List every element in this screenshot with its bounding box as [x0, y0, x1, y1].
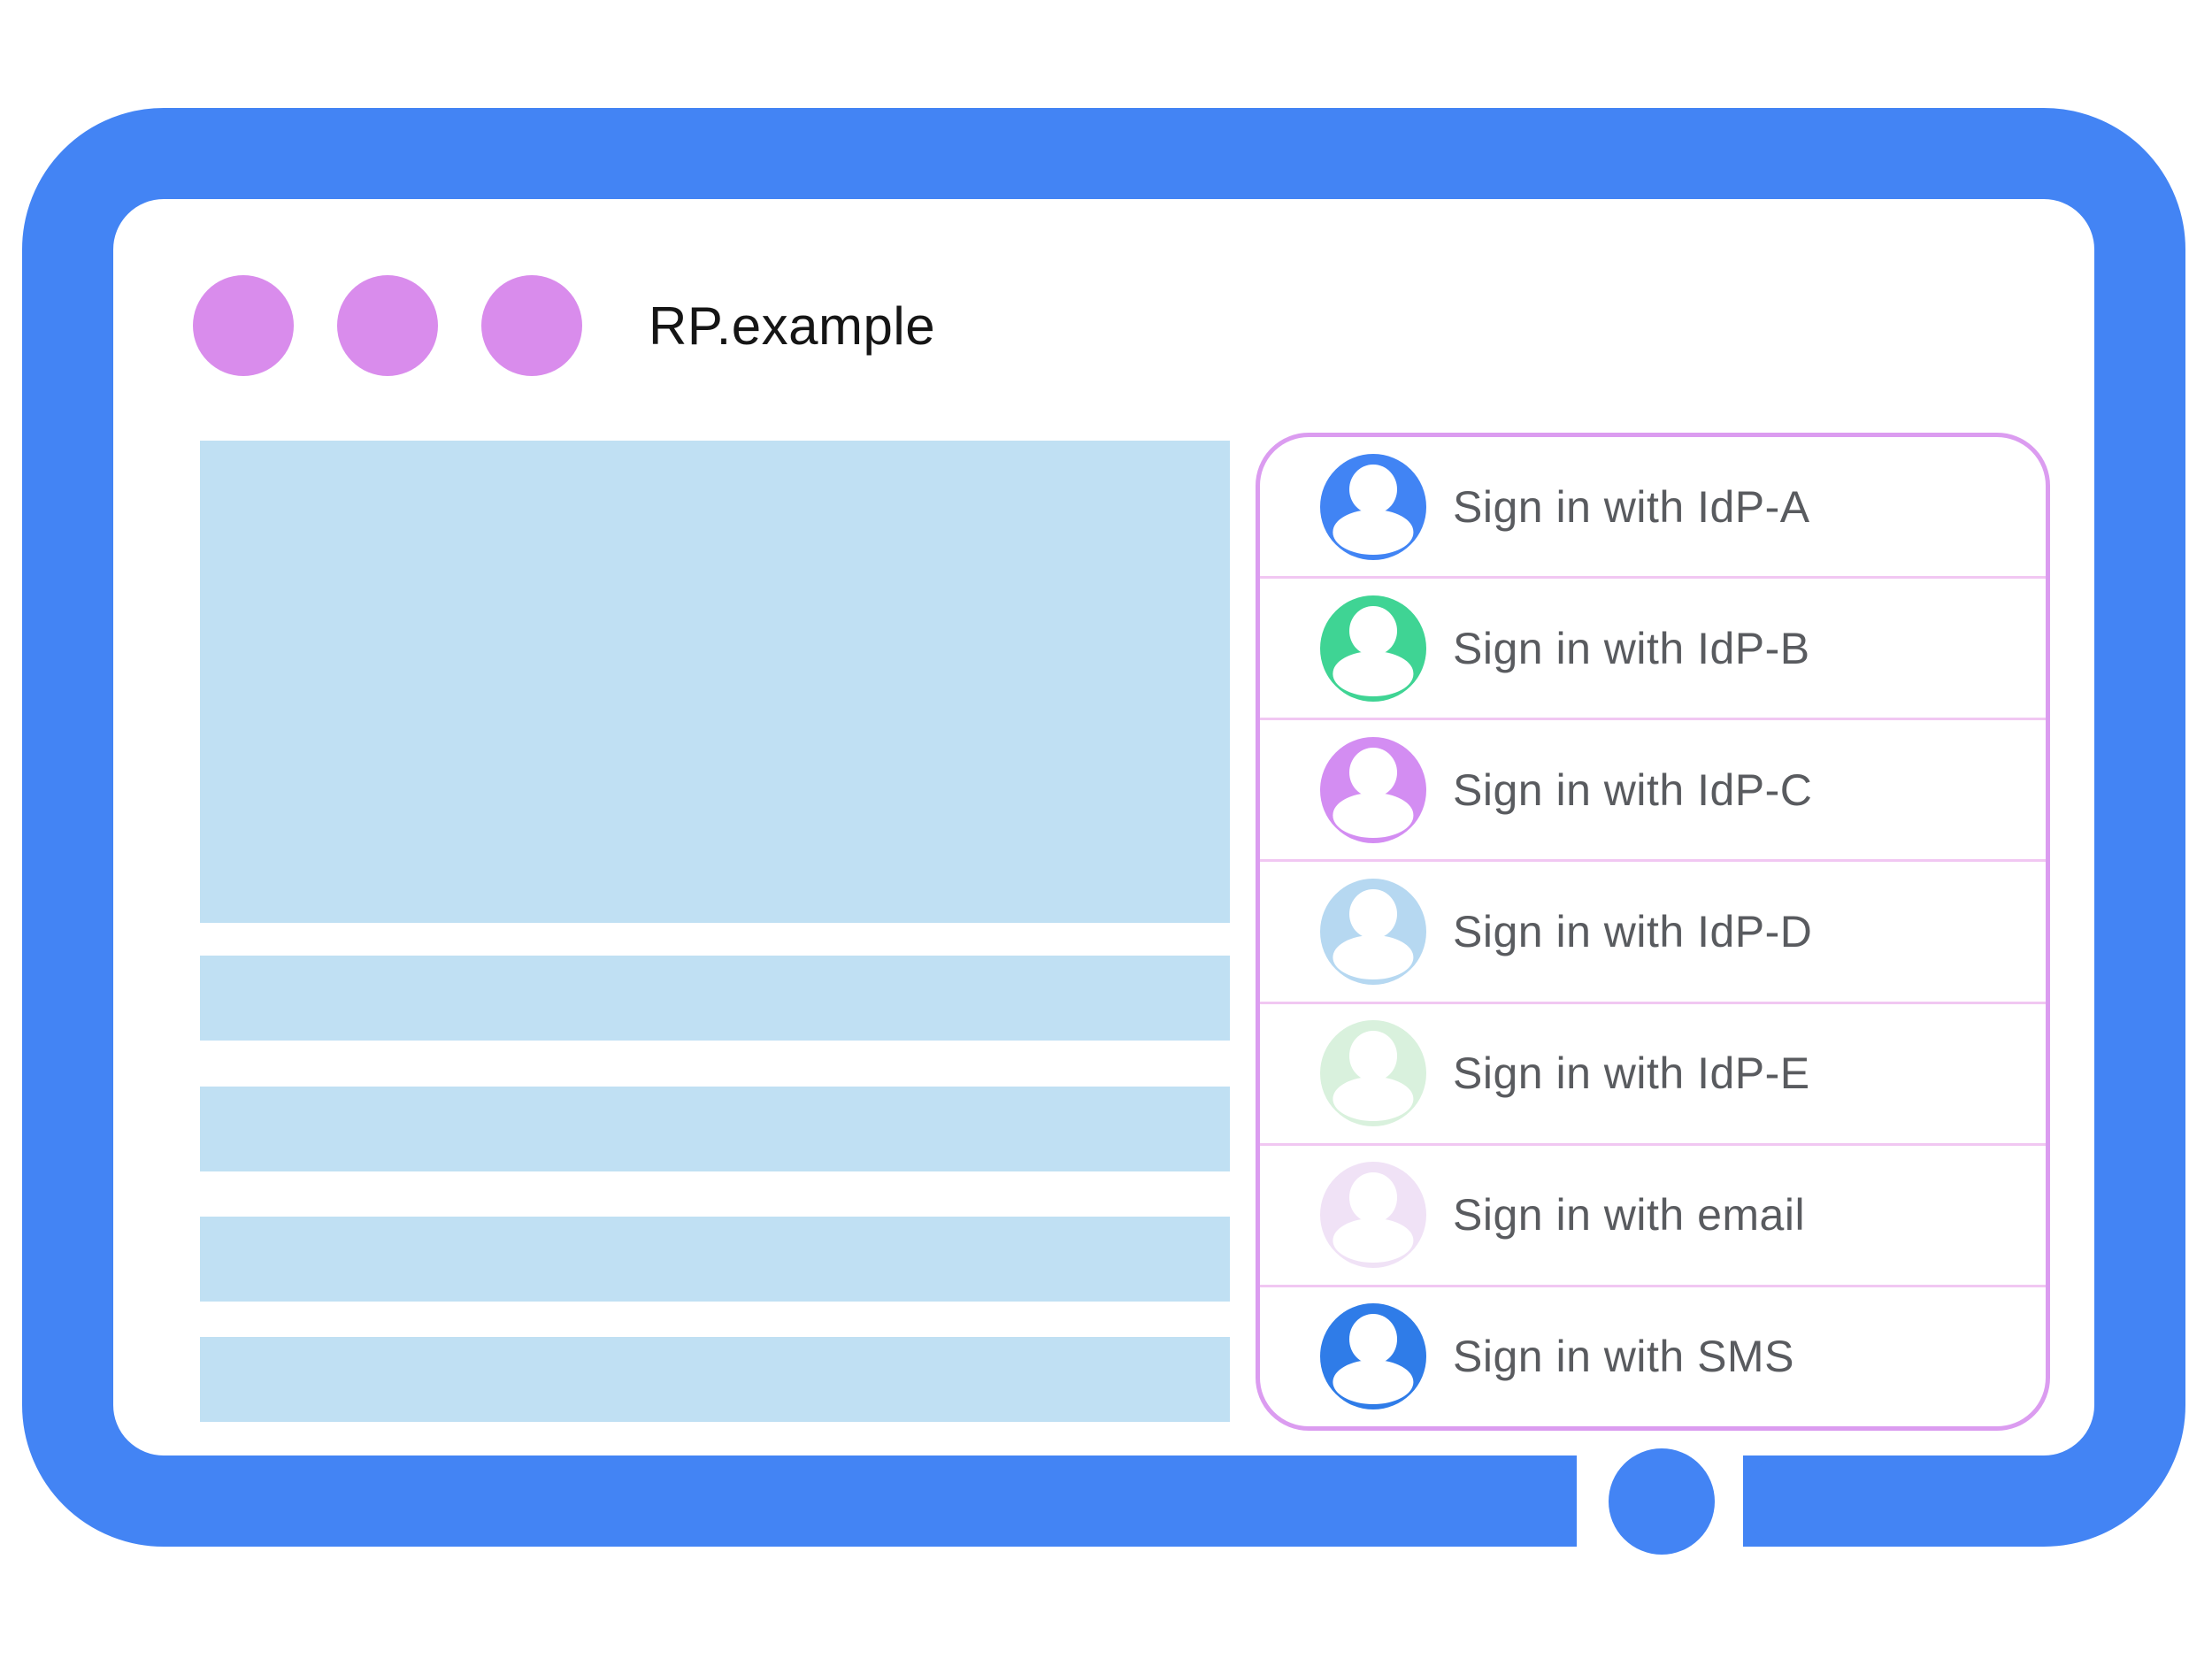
- home-button-icon: [1609, 1448, 1715, 1555]
- content-placeholder-bar: [200, 1337, 1230, 1422]
- signin-option-row[interactable]: Sign in with IdP-D: [1260, 862, 2046, 1004]
- person-icon: [1320, 1020, 1426, 1127]
- signin-option-label: Sign in with IdP-C: [1453, 764, 1813, 815]
- content-placeholder-bar: [200, 1087, 1230, 1171]
- signin-option-row[interactable]: Sign in with IdP-B: [1260, 579, 2046, 721]
- person-icon-shoulders: [1333, 651, 1414, 696]
- window-control-dot-icon: [337, 275, 438, 376]
- person-icon-head: [1349, 1314, 1397, 1364]
- signin-option-label: Sign in with IdP-E: [1453, 1048, 1810, 1099]
- person-icon-head: [1349, 605, 1397, 657]
- signin-option-row[interactable]: Sign in with IdP-A: [1260, 437, 2046, 580]
- person-icon-head: [1349, 464, 1397, 514]
- person-icon: [1320, 595, 1426, 702]
- person-icon-head: [1349, 1172, 1397, 1223]
- person-icon-shoulders: [1333, 1076, 1414, 1122]
- content-placeholder-bar: [200, 956, 1230, 1041]
- content-placeholder-bar: [200, 1217, 1230, 1302]
- person-icon: [1320, 736, 1426, 843]
- signin-option-row[interactable]: Sign in with IdP-E: [1260, 1004, 2046, 1146]
- person-icon-shoulders: [1333, 1217, 1414, 1263]
- signin-option-label: Sign in with IdP-A: [1453, 481, 1810, 532]
- signin-option-label: Sign in with email: [1453, 1190, 1806, 1240]
- signin-option-row[interactable]: Sign in with email: [1260, 1146, 2046, 1287]
- frame-bottom-right-cap: [1743, 1455, 1885, 1547]
- person-icon-head: [1349, 1031, 1397, 1081]
- person-icon: [1320, 453, 1426, 560]
- content-placeholder-hero: [200, 441, 1230, 923]
- page-title: RP.example: [649, 296, 936, 356]
- person-icon-shoulders: [1333, 510, 1414, 555]
- frame-bottom-left-cap: [1435, 1455, 1577, 1547]
- person-icon-head: [1349, 747, 1397, 798]
- person-icon-shoulders: [1333, 934, 1414, 979]
- window-control-dot-icon: [481, 275, 582, 376]
- person-icon: [1320, 1162, 1426, 1269]
- window-control-dot-icon: [193, 275, 294, 376]
- signin-option-label: Sign in with SMS: [1453, 1332, 1794, 1382]
- signin-option-row[interactable]: Sign in with IdP-C: [1260, 720, 2046, 863]
- signin-panel: Sign in with IdP-A Sign in with IdP-B Si…: [1256, 433, 2050, 1431]
- signin-option-row[interactable]: Sign in with SMS: [1260, 1287, 2046, 1426]
- signin-option-label: Sign in with IdP-B: [1453, 623, 1810, 673]
- person-icon-shoulders: [1333, 1360, 1414, 1405]
- person-icon-head: [1349, 888, 1397, 940]
- signin-option-label: Sign in with IdP-D: [1453, 906, 1813, 956]
- person-icon: [1320, 1303, 1426, 1410]
- person-icon-shoulders: [1333, 793, 1414, 838]
- person-icon: [1320, 878, 1426, 985]
